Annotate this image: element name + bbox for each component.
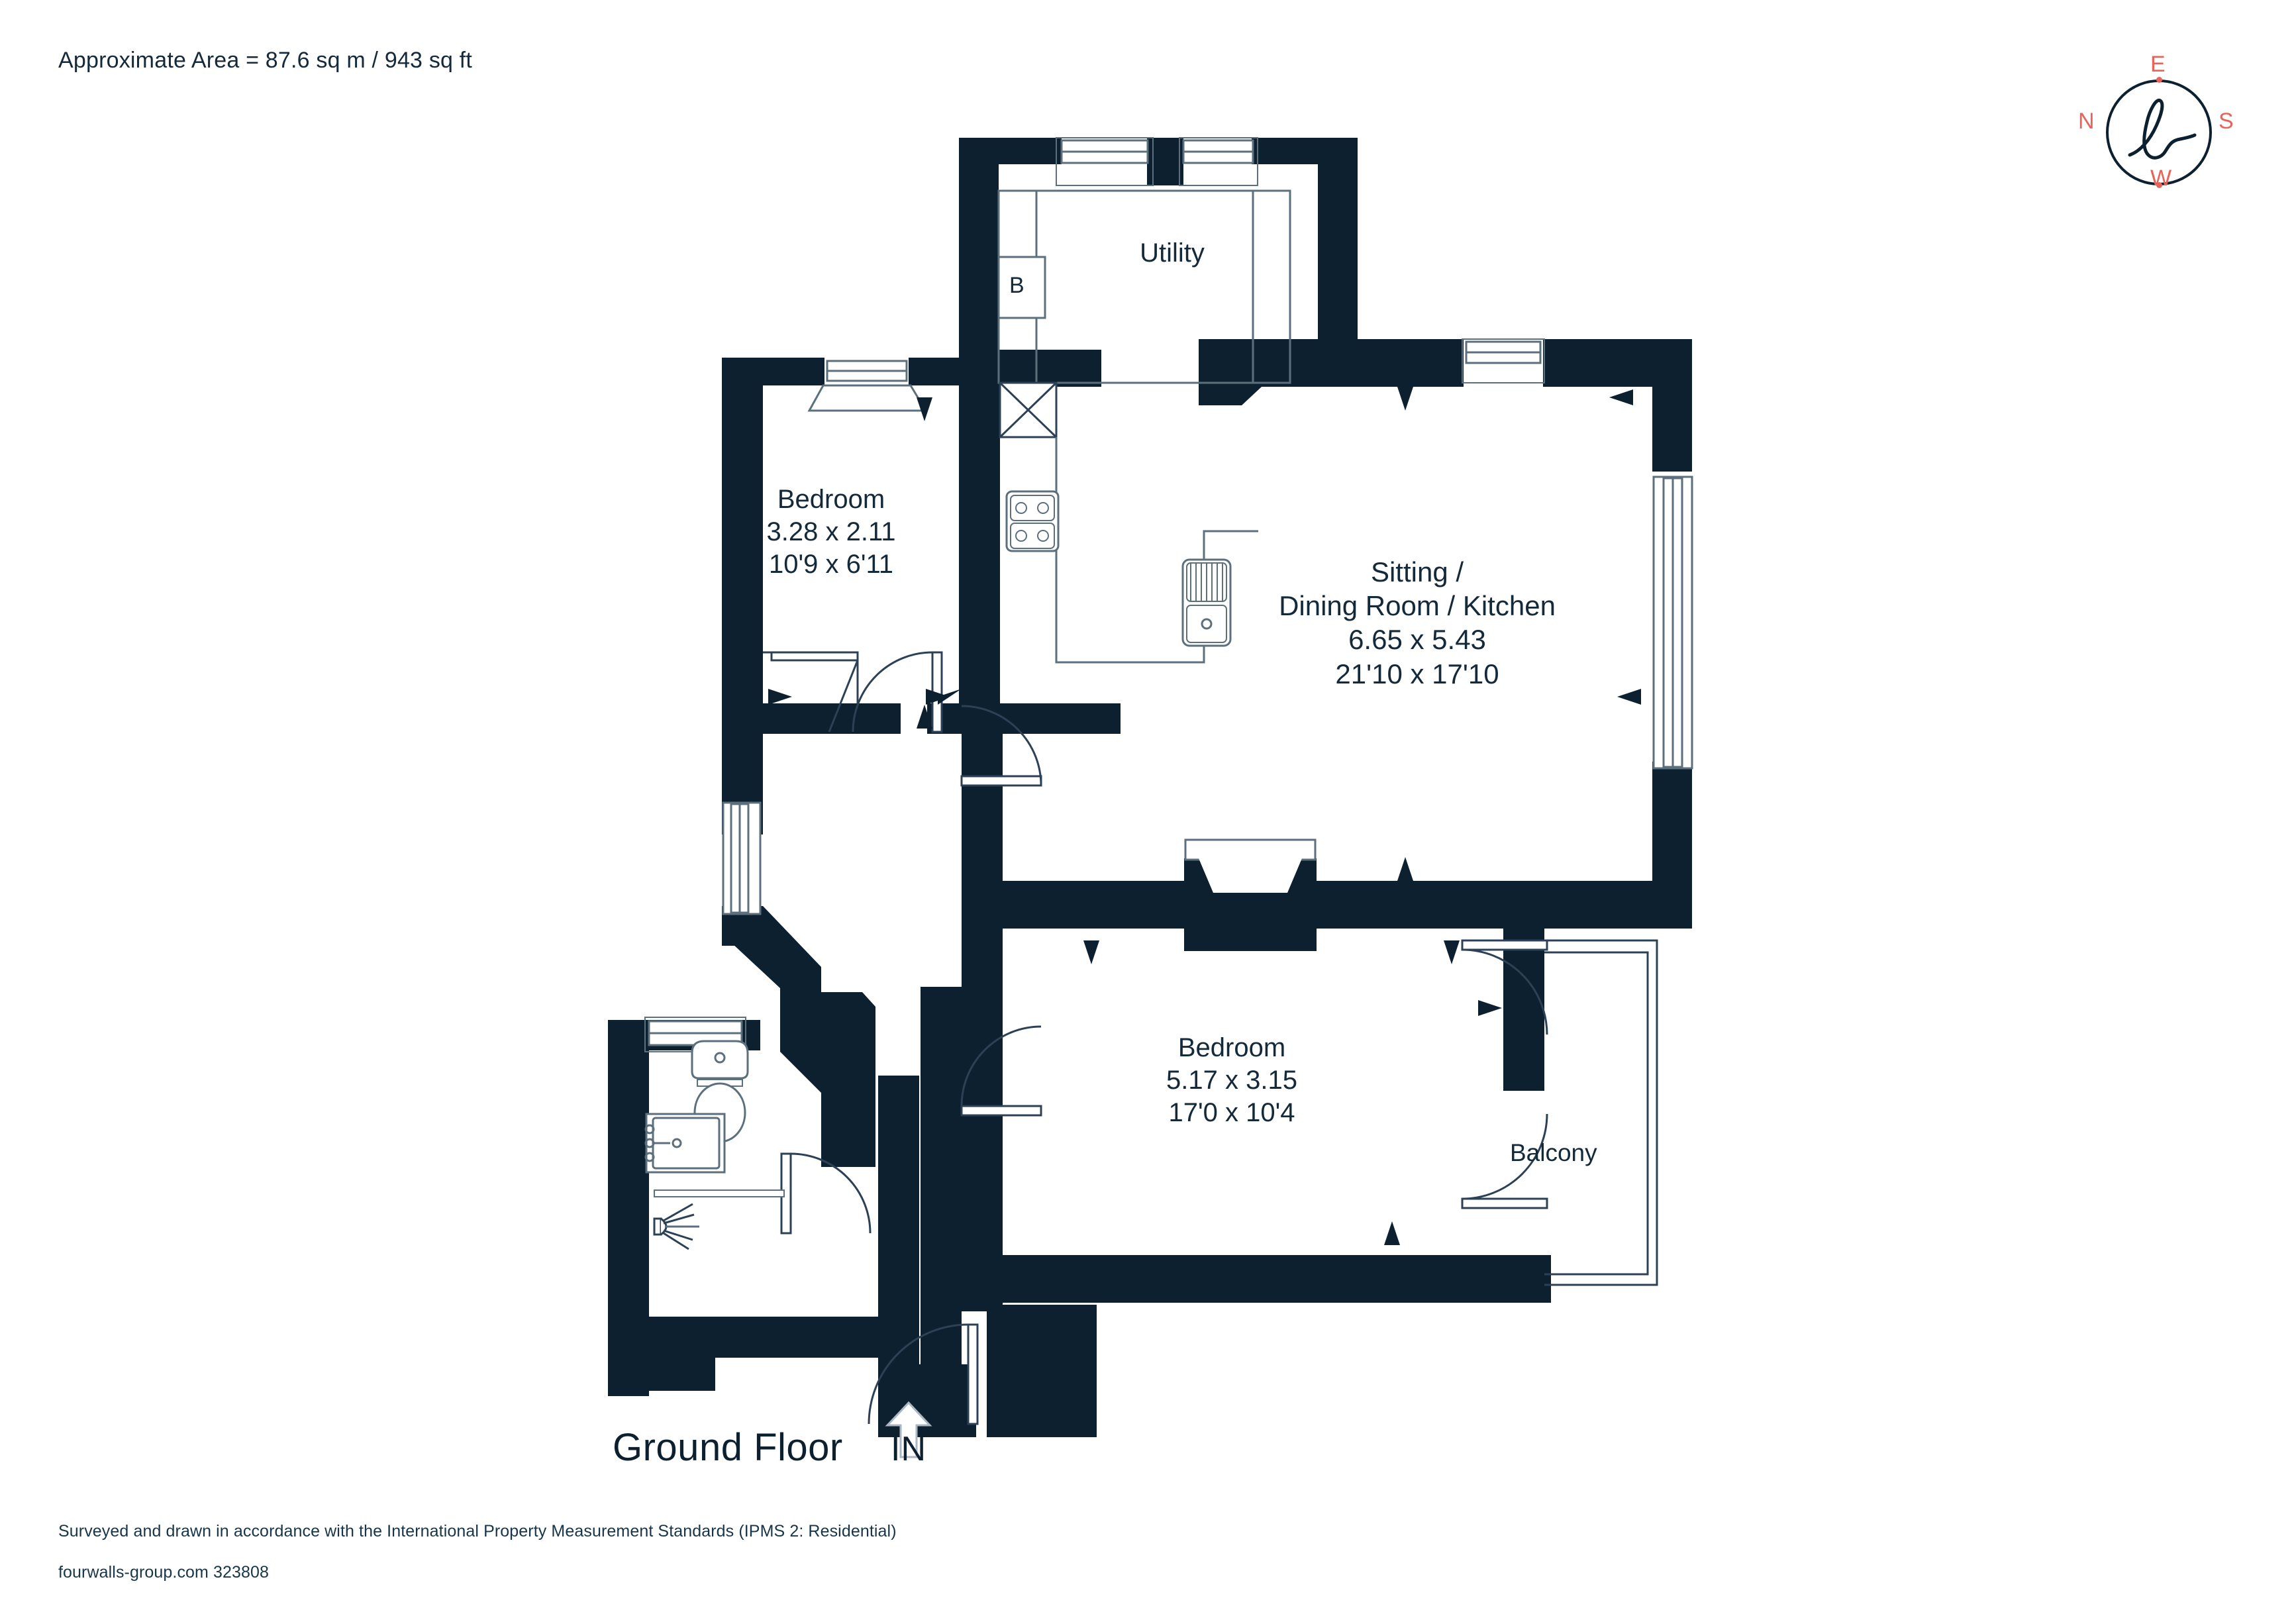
boiler-marker-label: B xyxy=(1009,273,1024,298)
balcony-outline xyxy=(1544,939,1658,1286)
doors-group xyxy=(770,651,1548,1425)
boiler-box xyxy=(997,256,1046,319)
compass-dot-top xyxy=(2156,77,2162,83)
floor-title: Ground Floor xyxy=(613,1426,843,1469)
h-monogram-icon xyxy=(2128,98,2197,160)
room-metric-bedroom2: 5.17 x 3.15 xyxy=(1166,1065,1297,1095)
room-name-sitting-line2: Dining Room / Kitchen xyxy=(1279,590,1556,622)
room-metric-bedroom1: 3.28 x 2.11 xyxy=(766,517,896,546)
room-label-sitting-dining-kitchen: Sitting / Dining Room / Kitchen 6.65 x 5… xyxy=(1212,555,1622,691)
room-name-sitting-line1: Sitting / xyxy=(1370,556,1464,587)
approximate-area-text: Approximate Area = 87.6 sq m / 943 sq ft xyxy=(58,48,473,73)
room-imperial-sitting: 21'10 x 17'10 xyxy=(1335,658,1499,689)
room-imperial-bedroom2: 17'0 x 10'4 xyxy=(1168,1097,1295,1127)
fixtures-group xyxy=(644,189,1291,1250)
room-name-utility: Utility xyxy=(1140,238,1205,268)
room-name-bedroom1: Bedroom xyxy=(777,485,885,514)
footer-source-reference: fourwalls-group.com 323808 xyxy=(58,1563,270,1582)
compass-label-left: N xyxy=(2078,109,2095,134)
compass-label-bottom: W xyxy=(2150,166,2172,191)
sink-fixture xyxy=(1181,558,1232,647)
room-imperial-bedroom1: 10'9 x 6'11 xyxy=(768,549,893,579)
room-name-balcony: Balcony xyxy=(1510,1139,1597,1166)
room-label-bedroom1: Bedroom 3.28 x 2.11 10'9 x 6'11 xyxy=(692,483,970,580)
basin-fixture xyxy=(644,1113,726,1174)
windows-group xyxy=(644,137,1693,1052)
wall-group xyxy=(608,138,1692,1437)
compass-label-right: S xyxy=(2219,109,2234,134)
entrance-in-label: IN xyxy=(891,1430,926,1468)
dimension-ticks xyxy=(768,387,1641,1245)
room-name-bedroom2: Bedroom xyxy=(1177,1033,1286,1062)
shower-fixture xyxy=(653,1203,699,1250)
footer-standards-text: Surveyed and drawn in accordance with th… xyxy=(58,1522,897,1540)
room-label-utility: Utility xyxy=(1073,237,1272,270)
room-label-bedroom2: Bedroom 5.17 x 3.15 17'0 x 10'4 xyxy=(1093,1032,1371,1129)
room-metric-sitting: 6.65 x 5.43 xyxy=(1348,624,1486,656)
compass-rose: E N S W xyxy=(2078,52,2234,205)
compass-dot-bottom xyxy=(2156,182,2162,188)
entrance-in-arrow xyxy=(885,1401,932,1458)
compass-label-top: E xyxy=(2150,52,2166,77)
room-label-balcony: Balcony xyxy=(1510,1138,1695,1168)
